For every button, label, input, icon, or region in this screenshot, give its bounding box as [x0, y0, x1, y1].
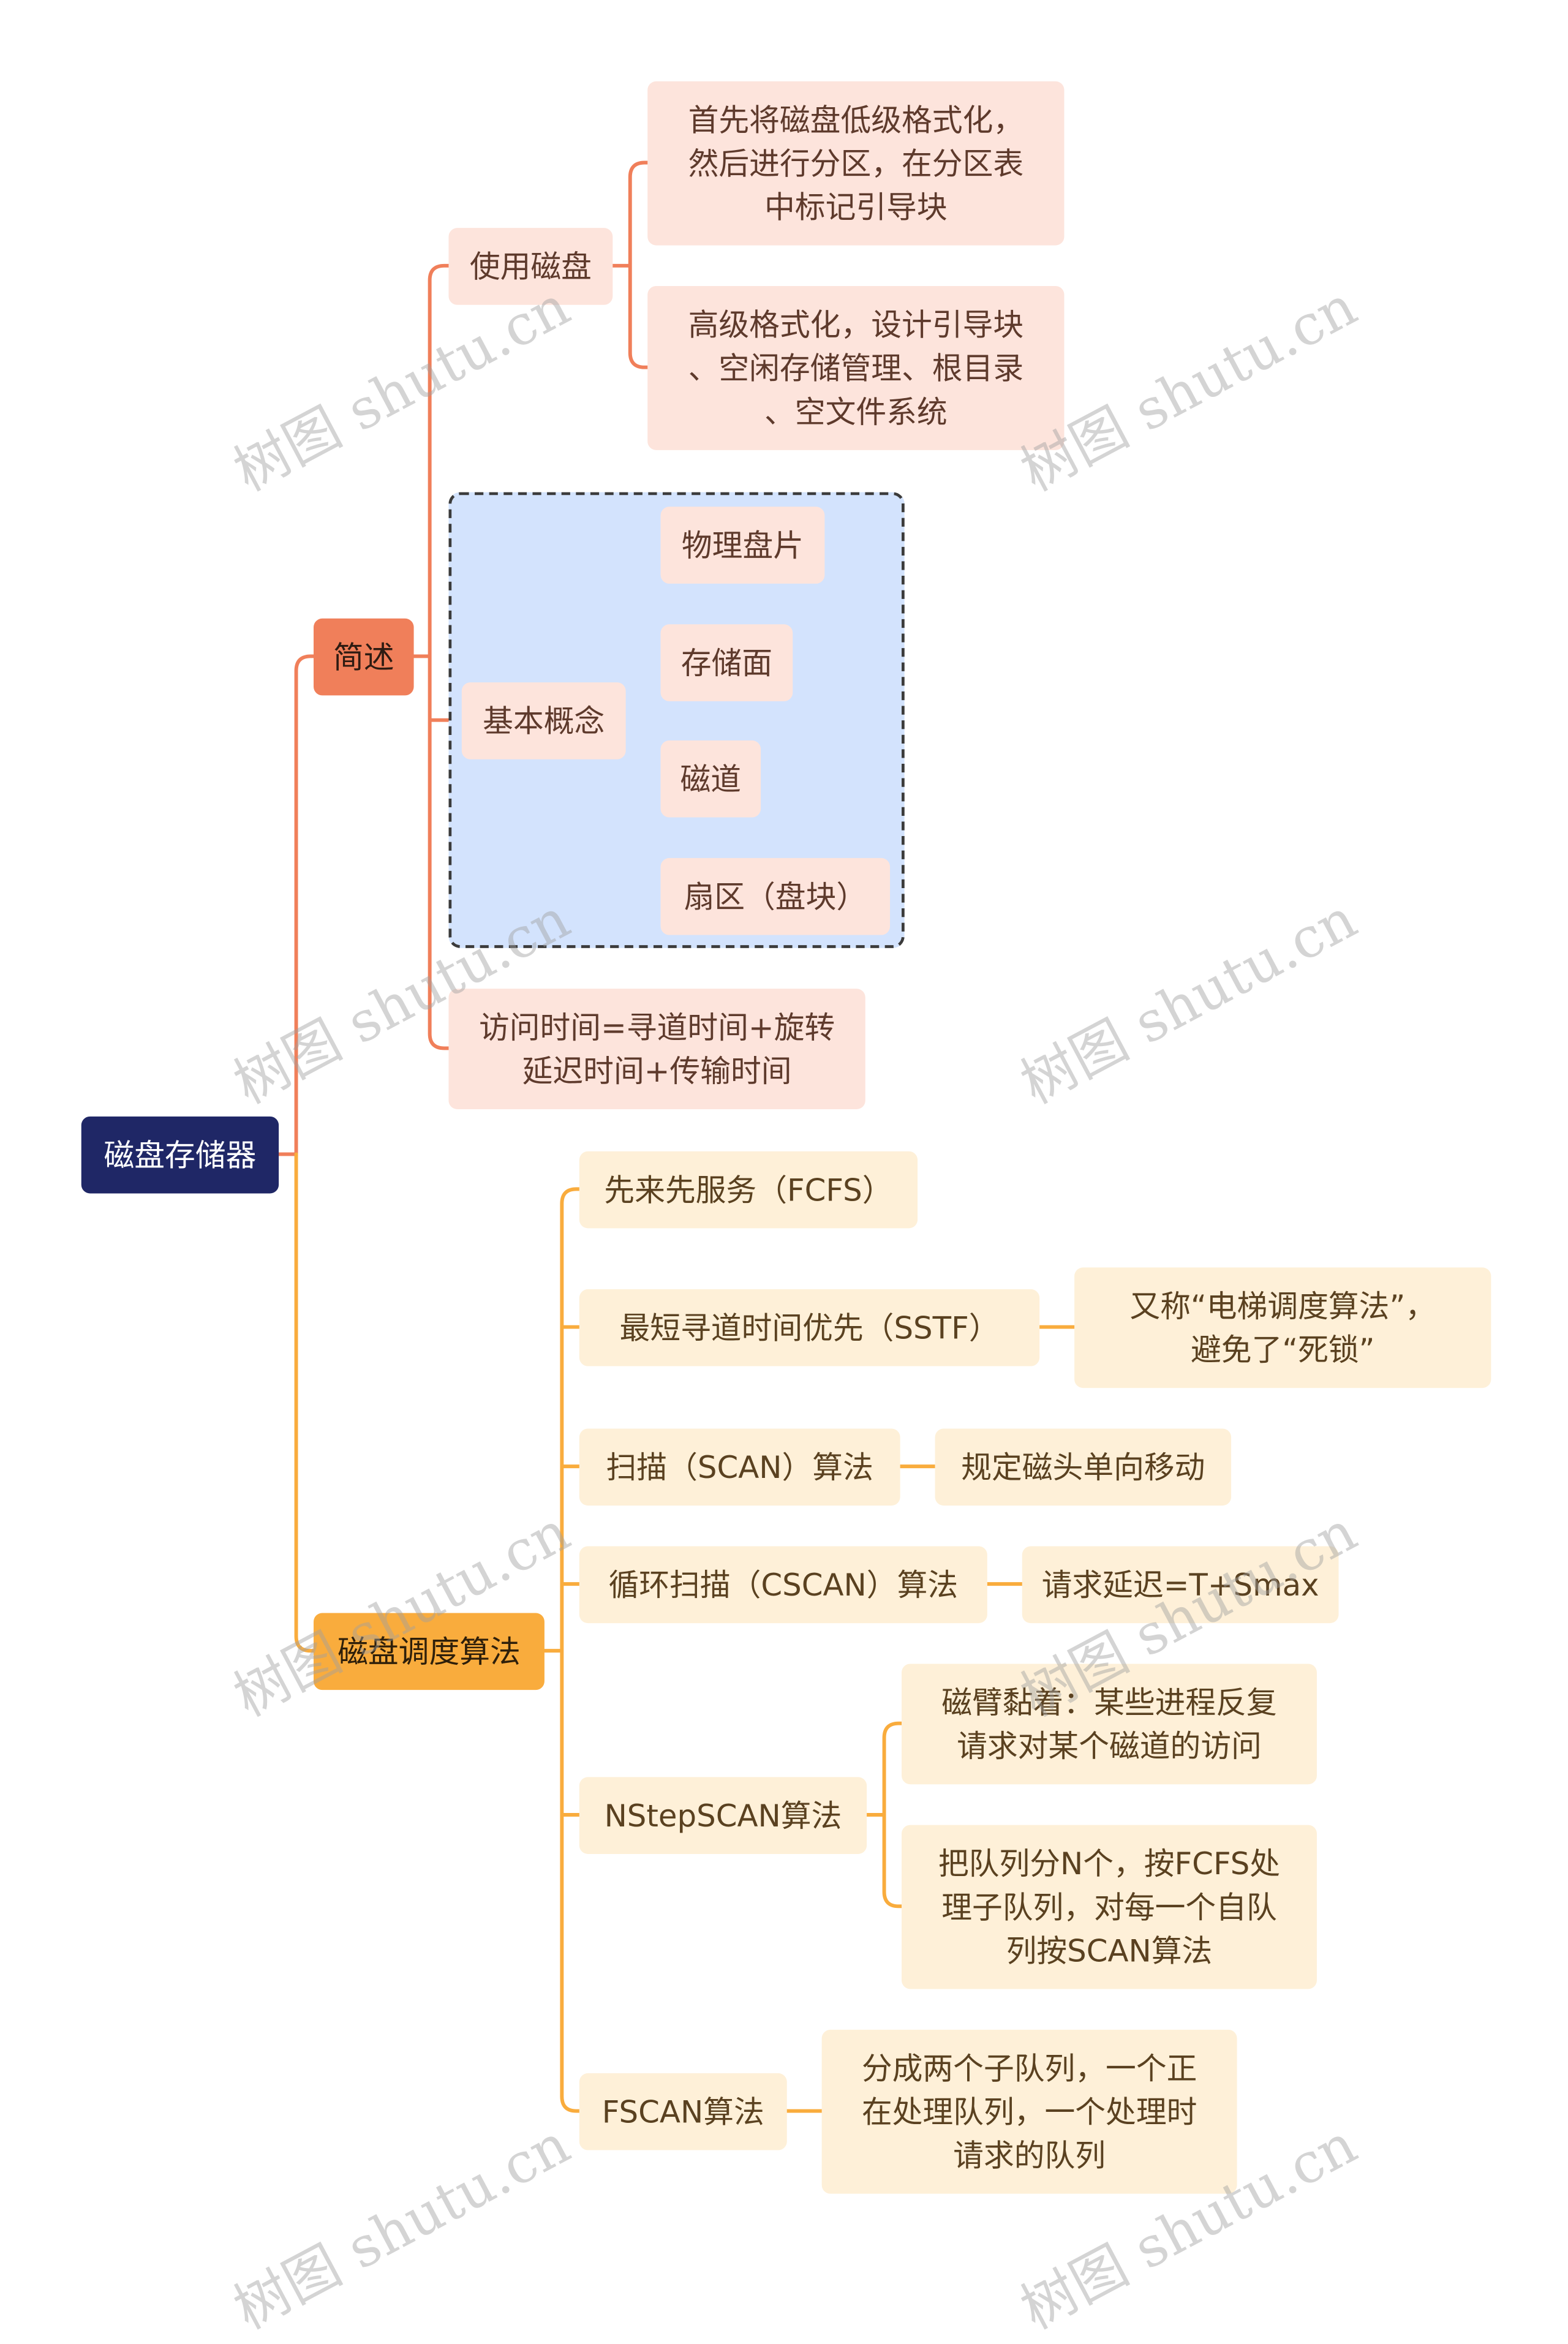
nstep-spine — [865, 1721, 903, 1909]
nstep-note-split-node[interactable]: 把队列分N个，按FCFS处理子队列，对每一个自队列按SCAN算法 — [902, 1825, 1317, 1989]
fscan-note-node[interactable]: 分成两个子队列，一个正在处理队列，一个处理时请求的队列 — [821, 2029, 1237, 2194]
nstep-note-sticking-node[interactable]: 磁臂黏着：某些进程反复请求对某个磁道的访问 — [902, 1664, 1317, 1785]
high-level-format-node[interactable]: 高级格式化，设计引导块、空闲存储管理、根目录、空文件系统 — [647, 285, 1065, 450]
fcfs-node[interactable]: 先来先服务（FCFS） — [579, 1151, 918, 1229]
root-to-scheduling-line — [294, 1152, 315, 1653]
sstf-node[interactable]: 最短寻道时间优先（SSTF） — [579, 1289, 1040, 1366]
low-level-format-node[interactable]: 首先将磁盘低级格式化，然后进行分区，在分区表中标记引导块 — [647, 81, 1065, 246]
basic-concepts-node[interactable]: 基本概念 — [461, 682, 626, 759]
concept-track-node[interactable]: 磁道 — [660, 740, 761, 818]
cscan-note-node[interactable]: 请求延迟=T+Smax — [1022, 1546, 1339, 1624]
sstf-note-node[interactable]: 又称“电梯调度算法”，避免了“死锁” — [1074, 1267, 1491, 1389]
root-node[interactable]: 磁盘存储器 — [81, 1116, 279, 1194]
using-disk-node[interactable]: 使用磁盘 — [448, 228, 613, 305]
fscan-node[interactable]: FSCAN算法 — [579, 2073, 787, 2150]
nstep-node[interactable]: NStepSCAN算法 — [579, 1777, 867, 1855]
using-disk-spine — [611, 160, 650, 369]
mind-map-canvas: 磁盘存储器 简述 使用磁盘 首先将磁盘低级格式化，然后进行分区，在分区表中标记引… — [81, 81, 1491, 2342]
overview-spine — [412, 263, 464, 1050]
scheduling-spine — [542, 1187, 581, 2113]
overview-branch-node[interactable]: 简述 — [314, 618, 414, 696]
connector-lines — [277, 160, 1077, 2113]
scan-note-node[interactable]: 规定磁头单向移动 — [935, 1428, 1232, 1506]
concept-sector-node[interactable]: 扇区（盘块） — [660, 857, 891, 935]
cscan-node[interactable]: 循环扫描（CSCAN）算法 — [579, 1546, 987, 1624]
scan-node[interactable]: 扫描（SCAN）算法 — [579, 1428, 900, 1506]
scheduling-branch-node[interactable]: 磁盘调度算法 — [314, 1613, 545, 1690]
concept-platter-node[interactable]: 物理盘片 — [660, 507, 825, 584]
access-time-node[interactable]: 访问时间=寻道时间+旋转延迟时间+传输时间 — [448, 989, 865, 1109]
concept-surface-node[interactable]: 存储面 — [660, 624, 793, 701]
root-to-overview-line — [277, 654, 315, 1156]
